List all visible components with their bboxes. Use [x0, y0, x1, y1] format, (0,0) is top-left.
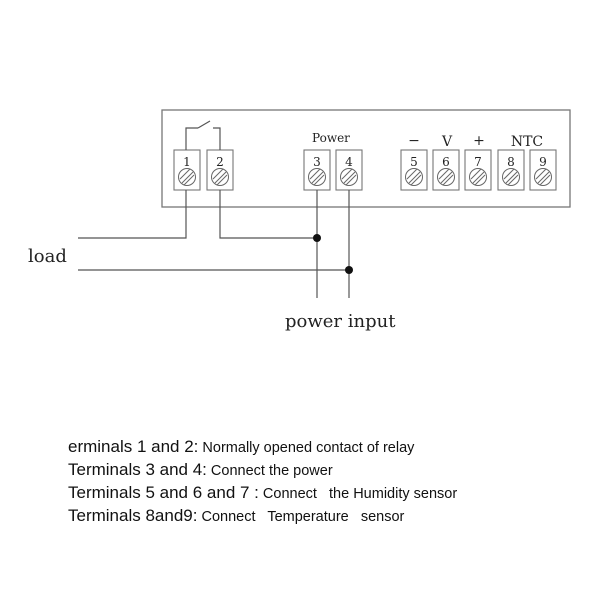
terminal-number: 2 [216, 155, 224, 169]
terminal-number: 3 [313, 155, 321, 169]
screw-icon [534, 168, 552, 186]
screw-icon [340, 168, 358, 186]
terminal-number: 5 [410, 155, 418, 169]
screw-icon [405, 168, 423, 186]
controller-box [161, 109, 571, 208]
note-line: erminals 1 and 2: Normally opened contac… [68, 436, 457, 459]
label-plus: + [473, 133, 485, 149]
note-head: erminals 1 and 2: [68, 437, 199, 456]
label-minus: − [408, 133, 420, 149]
screw-icon [469, 168, 487, 186]
note-body: Normally opened contact of relay [198, 440, 415, 456]
screw-icon [178, 168, 196, 186]
note-line: Terminals 3 and 4: Connect the power [68, 459, 457, 482]
terminal-number: 1 [183, 155, 191, 169]
label-power: Power [312, 131, 350, 145]
terminal-number: 7 [474, 155, 482, 169]
screw-icon [437, 168, 455, 186]
terminal-4: 4 [335, 149, 363, 191]
terminal-8: 8 [497, 149, 525, 191]
screw-icon [502, 168, 520, 186]
terminal-notes: erminals 1 and 2: Normally opened contac… [68, 436, 457, 528]
terminal-2: 2 [206, 149, 234, 191]
note-head: Terminals 8and9: [68, 506, 198, 525]
note-line: Terminals 8and9: Connect Temperature sen… [68, 505, 457, 528]
relay-switch-icon [185, 120, 221, 150]
note-line: Terminals 5 and 6 and 7 : Connect the Hu… [68, 482, 457, 505]
label-ntc: NTC [511, 134, 543, 150]
wires [78, 190, 350, 298]
terminal-7: 7 [464, 149, 492, 191]
note-body: Connect Temperature sensor [197, 509, 405, 525]
terminal-5: 5 [400, 149, 428, 191]
junction-dot [313, 234, 321, 242]
junction-dot [345, 266, 353, 274]
screw-icon [308, 168, 326, 186]
terminal-9: 9 [529, 149, 557, 191]
terminal-1: 1 [173, 149, 201, 191]
note-head: Terminals 5 and 6 and 7 : [68, 483, 259, 502]
load-label: load [28, 246, 67, 267]
label-v: V [441, 134, 453, 150]
terminal-number: 8 [507, 155, 515, 169]
terminal-6: 6 [432, 149, 460, 191]
note-head: Terminals 3 and 4: [68, 460, 207, 479]
terminal-3: 3 [303, 149, 331, 191]
terminal-number: 9 [539, 155, 547, 169]
screw-icon [211, 168, 229, 186]
note-body: Connect the power [206, 463, 333, 479]
note-body: Connect the Humidity sensor [258, 486, 458, 502]
terminal-number: 6 [442, 155, 450, 169]
terminal-number: 4 [345, 155, 353, 169]
power-input-label: power input [285, 311, 396, 332]
